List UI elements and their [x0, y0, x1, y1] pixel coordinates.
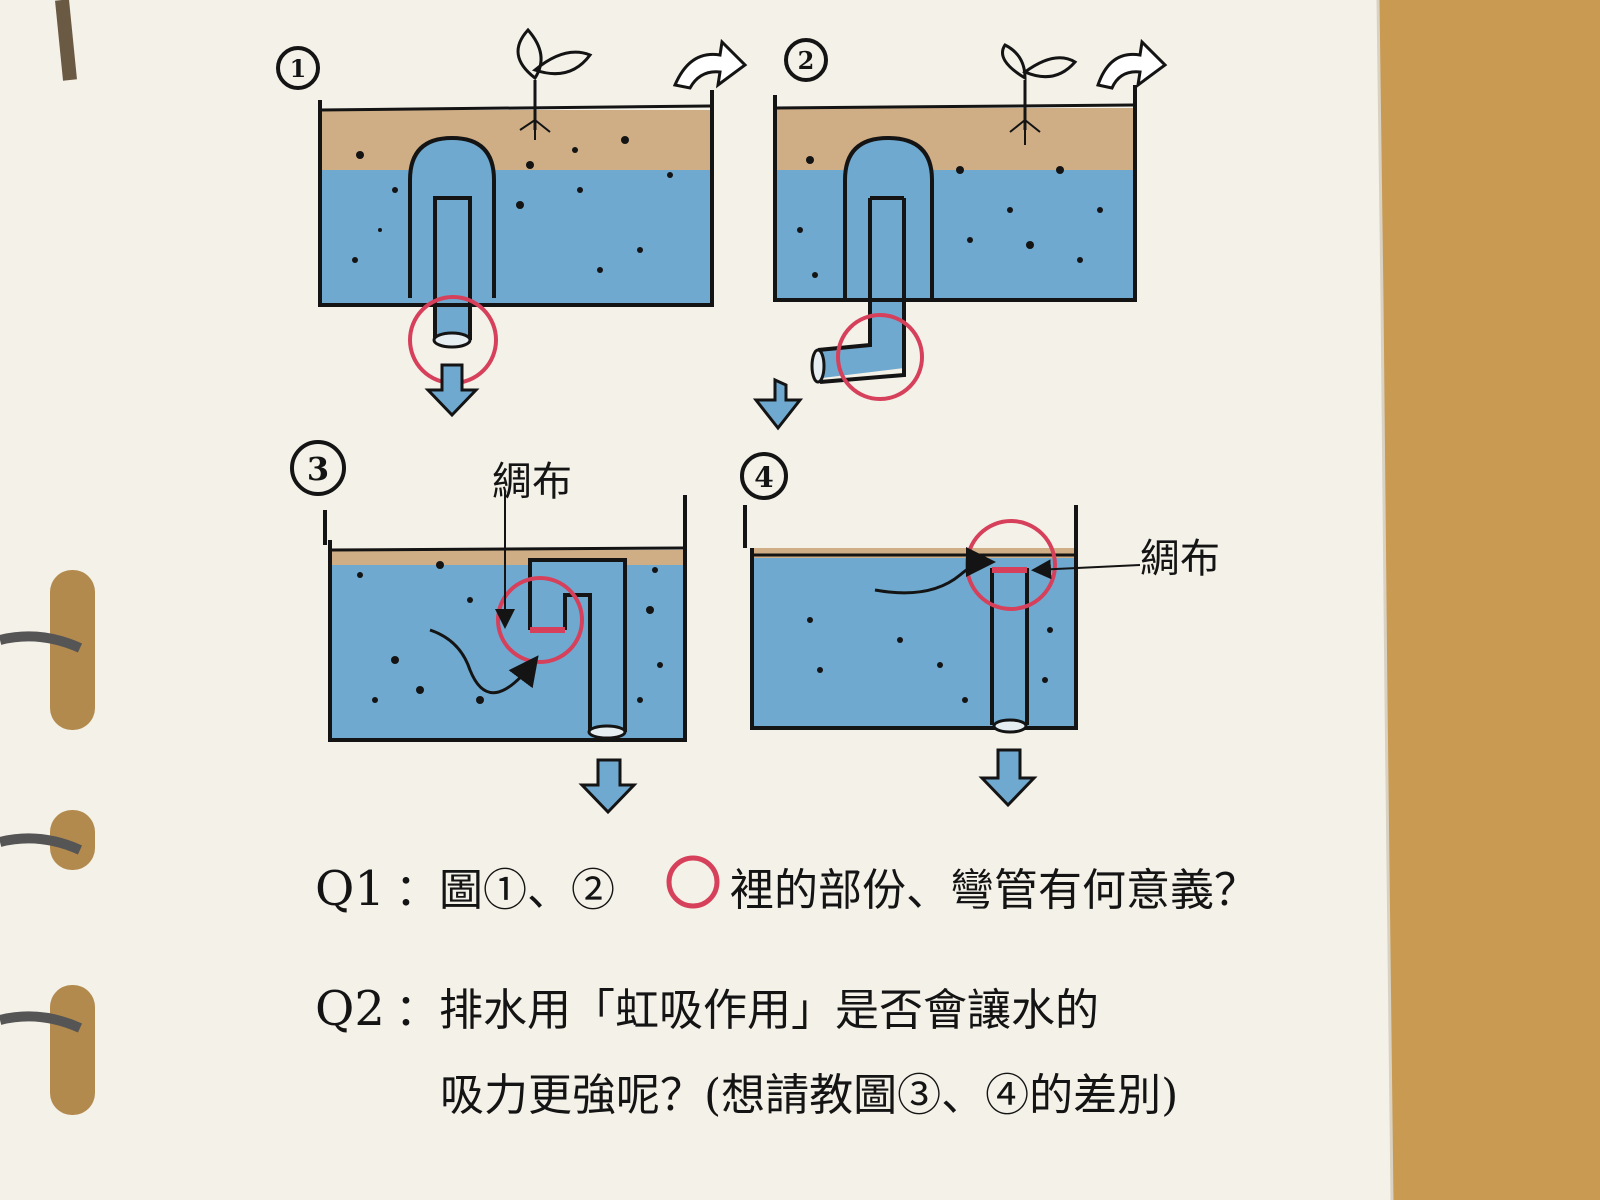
diagram-number-1: 1 — [290, 54, 307, 83]
silk-cloth-label-4: 綢布 — [1140, 536, 1220, 582]
q1-text-after: 裡的部份、彎管有何意義？ — [730, 865, 1258, 916]
diagram-number-2: 2 — [798, 46, 815, 75]
q2-prefix: Q2 — [315, 981, 385, 1037]
q1-text-before: ：圖①、② — [395, 865, 615, 916]
q2-line-2: 吸力更強呢？(想請教圖③、④的差別) — [440, 1070, 1178, 1121]
diagram-number-3: 3 — [307, 450, 329, 488]
q1-prefix: Q1 — [315, 861, 385, 917]
question-1: Q1 ：圖①、② 裡的部份、彎管有何意義？ — [315, 858, 1258, 917]
diagram-number-4: 4 — [754, 461, 773, 494]
silk-cloth-label-3: 綢布 — [492, 459, 572, 505]
q2-line-1: ：排水用「虹吸作用」是否會讓水的 — [395, 985, 1099, 1036]
